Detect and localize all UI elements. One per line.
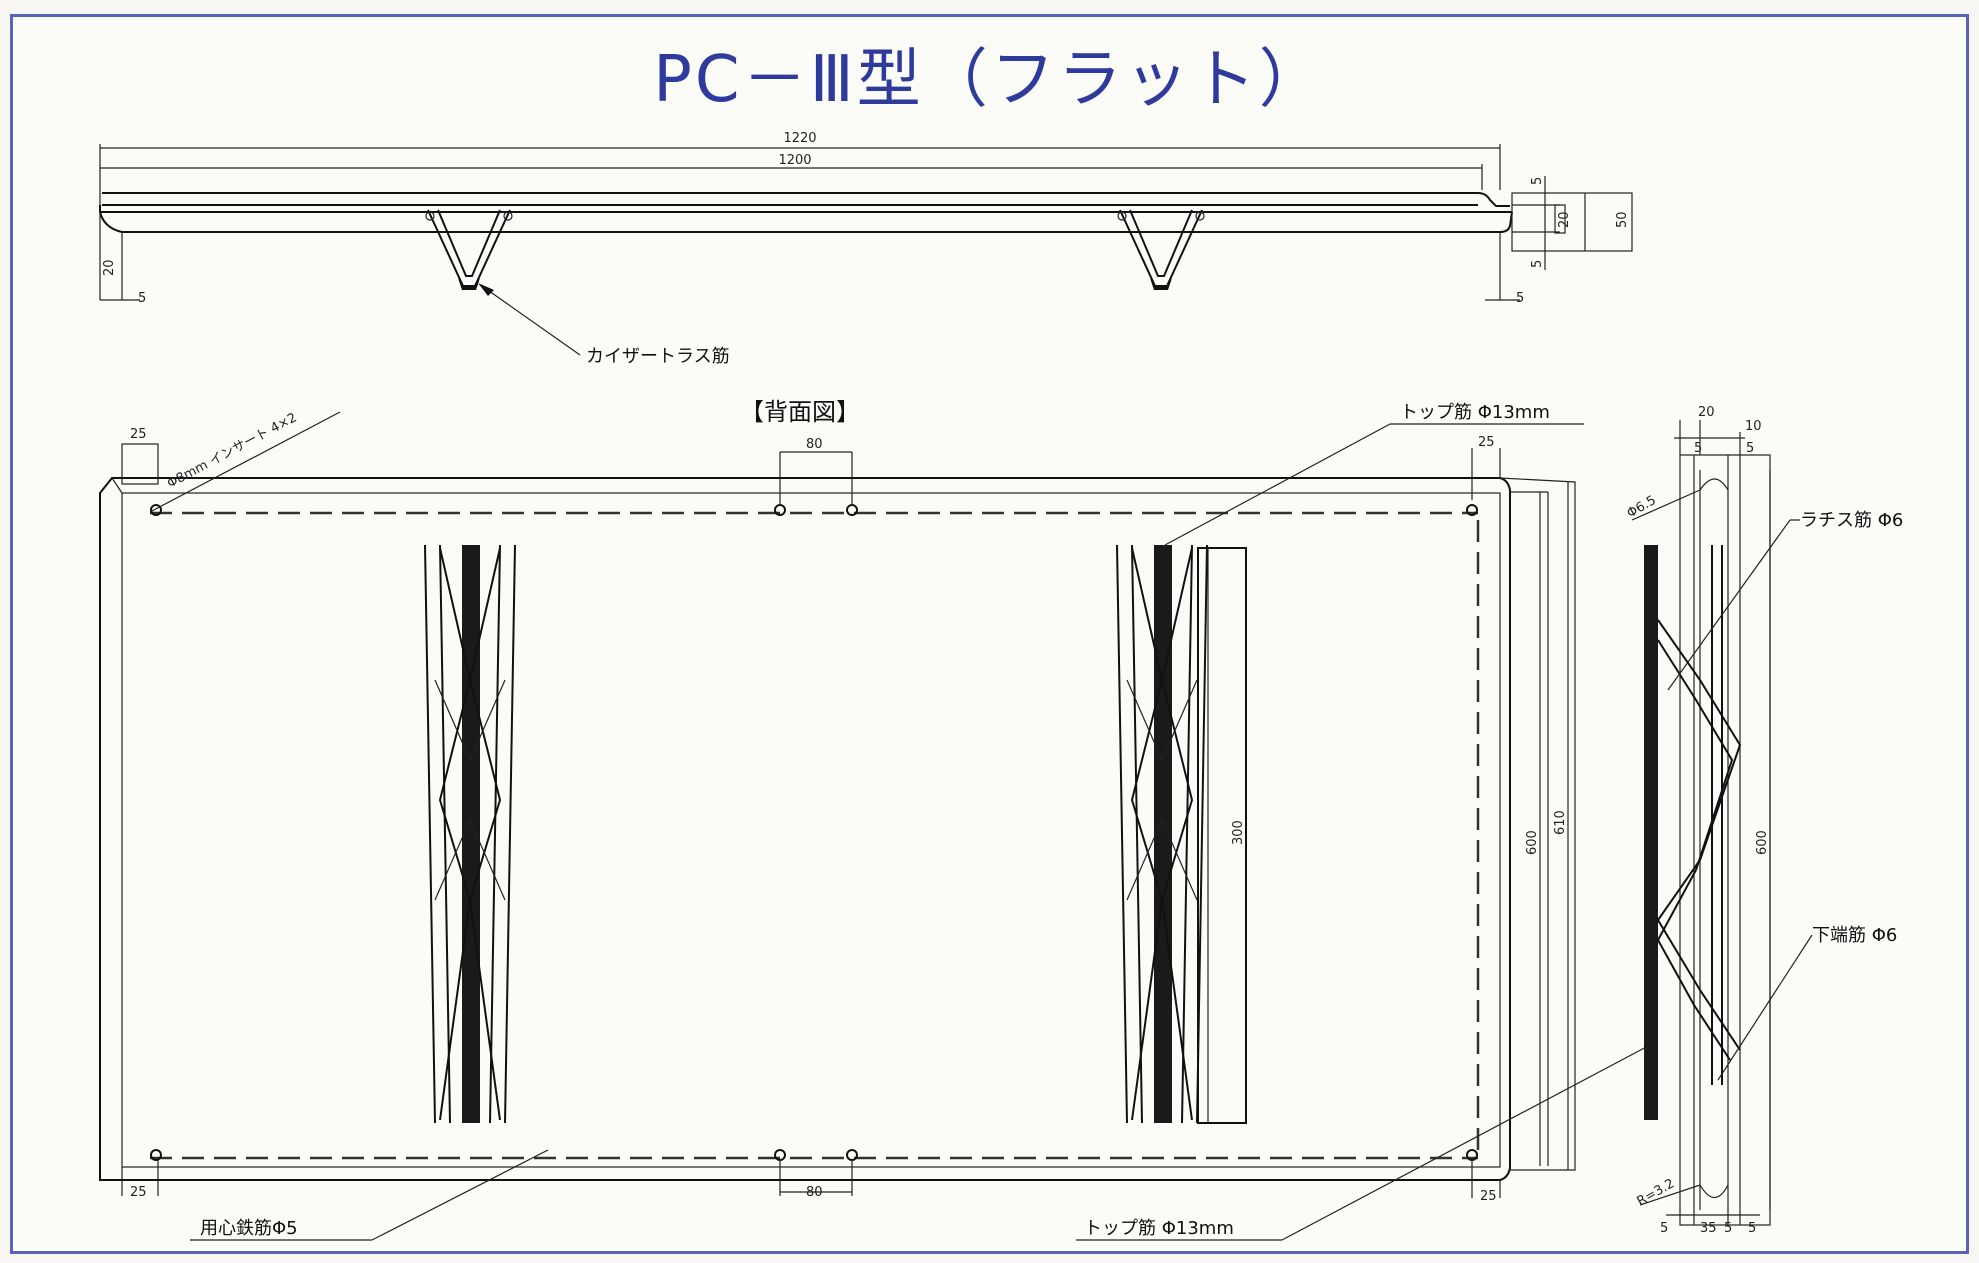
back-view: 【背面図】 25 25 25 25 [99, 398, 1651, 1241]
side-dim-bot-c: 5 [1724, 1221, 1732, 1236]
dim-height-610: 610 [1553, 810, 1568, 835]
insert-note: Φ8mm インサート 4×2 [165, 410, 300, 491]
label-top-bar-2: トップ筋 Φ13mm [1084, 1218, 1234, 1239]
side-dim-bot-a: 5 [1660, 1221, 1668, 1236]
dim-1220: 1220 [783, 131, 816, 146]
dim-corner-tl: 25 [130, 427, 147, 442]
dim-corner-br: 25 [1480, 1189, 1497, 1204]
label-lattice: ラチス筋 Φ6 [1800, 510, 1903, 531]
dim-right-5: 5 [1516, 291, 1524, 306]
side-dim-10: 10 [1745, 419, 1762, 434]
side-dim-20: 20 [1698, 405, 1715, 420]
dim-right-d: 50 [1615, 211, 1630, 228]
dim-height-600: 600 [1525, 830, 1540, 855]
dim-left-5: 5 [138, 291, 146, 306]
side-dim-5b: 5 [1746, 441, 1754, 456]
label-bottom-bar: 下端筋 Φ6 [1812, 925, 1897, 946]
drawing-title: PC－Ⅲ型（フラット） [653, 43, 1326, 117]
top-view: 1220 1200 20 5 5 5 5 20 50 [99, 131, 1633, 367]
truss-left-back [424, 544, 516, 1124]
label-core-bar: 用心鉄筋Φ5 [200, 1218, 298, 1239]
dim-right-c: 20 [1557, 211, 1572, 228]
side-dim-600: 600 [1755, 830, 1770, 855]
side-hole-top: Φ6.5 [1625, 493, 1659, 521]
dim-right-a: 5 [1530, 177, 1545, 185]
side-view: 20 10 5 5 Φ6.5 R=3.2 600 5 35 5 5 ラチス筋 Φ… [1625, 405, 1904, 1236]
dim-1200: 1200 [778, 153, 811, 168]
truss-right-back [1116, 544, 1208, 1124]
truss-right-top [1117, 209, 1205, 290]
side-dim-5a: 5 [1694, 441, 1702, 456]
side-hole-bot: R=3.2 [1635, 1176, 1678, 1209]
dim-bottom-80: 80 [806, 1185, 823, 1200]
label-top-bar-1: トップ筋 Φ13mm [1400, 402, 1550, 423]
truss-left-top [425, 209, 513, 290]
dim-strip-300: 300 [1231, 820, 1246, 845]
back-view-heading: 【背面図】 [740, 398, 860, 426]
dim-left-20: 20 [102, 259, 117, 276]
dim-top-80: 80 [806, 437, 823, 452]
side-dim-bot-b: 35 [1700, 1221, 1717, 1236]
dim-corner-tr: 25 [1478, 435, 1495, 450]
label-truss: カイザートラス筋 [586, 346, 730, 367]
side-dim-bot-d: 5 [1748, 1221, 1756, 1236]
dim-right-b: 5 [1530, 260, 1545, 268]
drawing-frame [10, 14, 1969, 1254]
dim-corner-bl: 25 [130, 1185, 147, 1200]
